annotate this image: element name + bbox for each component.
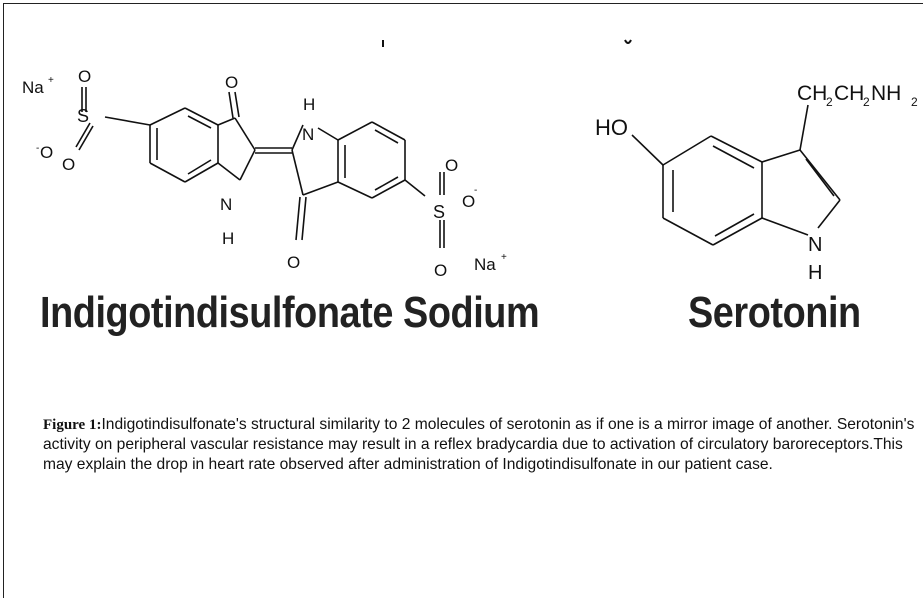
figure-caption: Figure 1:Indigotindisulfonate's structur…: [43, 415, 923, 475]
figure-frame: [3, 3, 923, 598]
svg-text:S: S: [77, 106, 89, 126]
svg-text:O: O: [78, 67, 91, 86]
indigotindisulfonate-atoms: Na + O S - O O O N H H N O O S O - O Na …: [22, 67, 507, 280]
svg-text:2: 2: [826, 95, 833, 109]
svg-text:2: 2: [863, 95, 870, 109]
svg-text:O: O: [225, 73, 238, 92]
svg-text:O: O: [40, 143, 53, 162]
svg-text:H: H: [303, 95, 315, 114]
svg-text:NH: NH: [871, 82, 901, 105]
svg-text:O: O: [445, 156, 458, 175]
svg-text:N: N: [302, 125, 314, 144]
svg-text:O: O: [462, 192, 475, 211]
svg-text:2: 2: [911, 95, 918, 109]
svg-text:HO: HO: [595, 115, 628, 140]
svg-text:Na: Na: [474, 255, 496, 274]
svg-text:CH: CH: [834, 82, 864, 105]
svg-text:H: H: [222, 229, 234, 248]
svg-text:H: H: [808, 262, 822, 284]
chemical-structures: Na + O S - O O O N H H N O O S O - O Na …: [22, 39, 918, 284]
svg-text:Na: Na: [22, 78, 44, 97]
figure-caption-text: Indigotindisulfonate's structural simila…: [43, 416, 915, 473]
svg-text:-: -: [36, 143, 39, 154]
serotonin-structure: [631, 104, 841, 246]
svg-text:-: -: [474, 185, 477, 196]
svg-text:O: O: [62, 155, 75, 174]
serotonin-label: Serotonin: [688, 288, 861, 337]
indigotindisulfonate-label: Indigotindisulfonate Sodium: [40, 288, 540, 337]
svg-text:S: S: [433, 202, 445, 222]
svg-text:O: O: [287, 253, 300, 272]
svg-text:CH: CH: [797, 82, 827, 105]
svg-text:O: O: [434, 261, 447, 280]
clipped-mark-2: [624, 39, 632, 44]
serotonin-atoms: HO N H CH 2 CH 2 NH 2: [595, 82, 918, 284]
indigotindisulfonate-structure: [75, 87, 445, 248]
svg-text:N: N: [808, 234, 822, 256]
svg-text:+: +: [501, 252, 507, 263]
svg-text:N: N: [220, 195, 232, 214]
svg-text:+: +: [48, 75, 54, 86]
figure-label: Figure 1:: [43, 417, 102, 433]
